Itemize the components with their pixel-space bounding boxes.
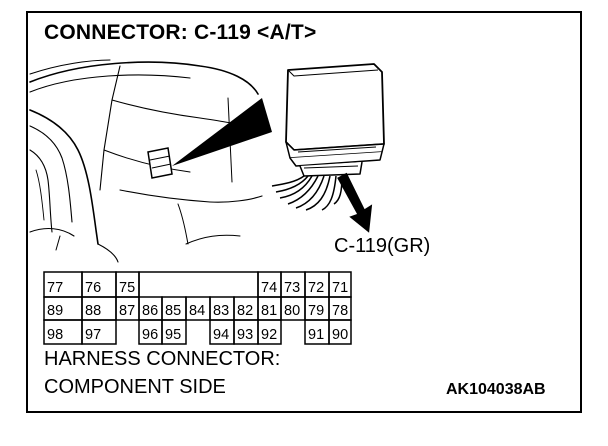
pin-label: 98 — [47, 327, 63, 343]
pin-label: 92 — [261, 327, 277, 343]
pin-cell — [81, 319, 117, 345]
pin-label: 75 — [119, 280, 135, 296]
pin-label: 87 — [119, 303, 135, 319]
pin-label: 95 — [165, 327, 181, 343]
harness-caption-line2: COMPONENT SIDE — [44, 376, 226, 398]
pin-label: 76 — [85, 280, 101, 296]
pin-label: 85 — [165, 303, 181, 319]
pin-label: 74 — [261, 280, 277, 296]
pin-label: 83 — [213, 303, 229, 319]
pin-label: 96 — [142, 327, 158, 343]
harness-caption-line1: HARNESS CONNECTOR: — [44, 348, 281, 370]
dashboard-illustration — [29, 59, 263, 263]
ecu-module-illustration — [271, 63, 385, 211]
pin-label: 81 — [261, 303, 277, 319]
pin-label: 90 — [332, 327, 348, 343]
diagram-frame — [26, 11, 582, 413]
pin-label: 72 — [308, 280, 324, 296]
figure-code: AK104038AB — [446, 381, 546, 398]
pin-label: 73 — [284, 280, 300, 296]
pointer-arrow-icon — [337, 172, 373, 233]
callout-wedge-icon — [172, 98, 272, 166]
pin-label: 84 — [189, 303, 205, 319]
dash-connector-icon — [147, 147, 173, 179]
pin-label: 77 — [47, 280, 63, 296]
pin-label: 97 — [85, 327, 101, 343]
pin-label: 88 — [85, 303, 101, 319]
pin-label: 78 — [332, 303, 348, 319]
pin-label: 80 — [284, 303, 300, 319]
pin-label: 82 — [237, 303, 253, 319]
connector-pin-grid: 77 76 75 74 73 72 71 89 88 87 86 85 84 83 82 81 80 79 78 98… — [43, 271, 352, 345]
diagram-title: CONNECTOR: C-119 <A/T> — [44, 21, 317, 44]
pin-label: 91 — [308, 327, 324, 343]
pin-label: 93 — [237, 327, 253, 343]
pin-cell — [257, 319, 282, 345]
connector-key-notch — [138, 271, 259, 297]
pin-label: 71 — [332, 280, 348, 296]
connector-callout-label: C-119(GR) — [334, 235, 431, 257]
pin-cell — [328, 319, 352, 345]
pin-label: 94 — [213, 327, 229, 343]
pin-label: 89 — [47, 303, 63, 319]
pin-label: 79 — [308, 303, 324, 319]
pin-cell — [161, 319, 187, 345]
pin-label: 86 — [142, 303, 158, 319]
